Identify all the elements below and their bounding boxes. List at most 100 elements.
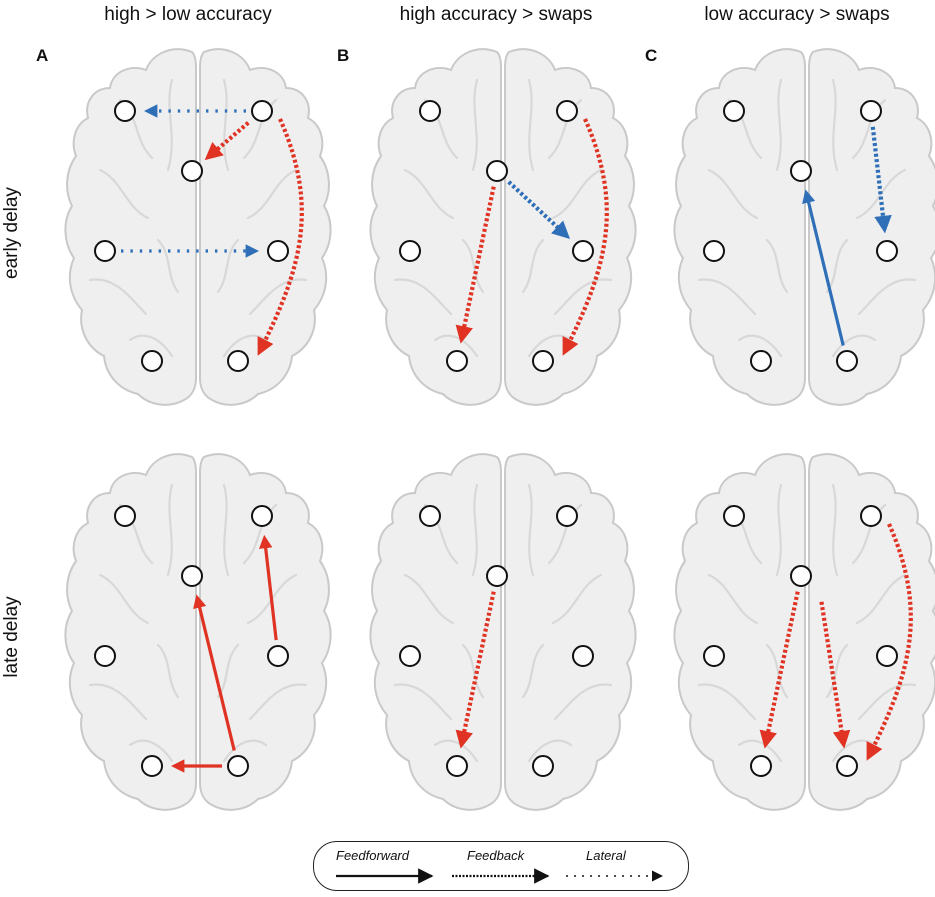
brain-region-node-ro bbox=[532, 350, 554, 372]
brain-right-hemisphere bbox=[504, 453, 637, 811]
connection-arrow-feedback bbox=[866, 523, 913, 761]
brain-region-node-mf bbox=[790, 160, 812, 182]
brain-region-node-lp bbox=[703, 645, 725, 667]
brain-panel-b-late bbox=[369, 453, 637, 811]
connection-arrow-feedforward bbox=[259, 534, 278, 641]
column-title-c: low accuracy > swaps bbox=[704, 4, 890, 25]
brain-region-node-mf bbox=[486, 565, 508, 587]
brain-region-node-rp bbox=[572, 240, 594, 262]
brain-sulcus bbox=[775, 78, 783, 172]
brain-sulcus bbox=[222, 483, 230, 577]
brain-sulcus bbox=[393, 683, 453, 721]
brain-right-hemisphere bbox=[504, 48, 637, 406]
brain-sulcus bbox=[551, 573, 603, 625]
brain-region-node-lp bbox=[399, 240, 421, 262]
brain-sulcus bbox=[248, 683, 308, 721]
brain-sulcus bbox=[128, 334, 174, 358]
brain-region-node-rp bbox=[876, 645, 898, 667]
brain-region-node-mf bbox=[181, 160, 203, 182]
brain-left-hemisphere bbox=[673, 48, 806, 406]
brain-region-node-lo bbox=[141, 755, 163, 777]
brain-sulcus bbox=[765, 643, 789, 699]
brain-sulcus bbox=[831, 334, 877, 358]
brain-sulcus bbox=[775, 483, 783, 577]
legend-feedback-label: Feedback bbox=[467, 848, 525, 863]
brain-sulcus bbox=[471, 78, 479, 172]
brain-region-node-lo bbox=[446, 755, 468, 777]
brain-sulcus bbox=[707, 573, 759, 625]
brain-sulcus bbox=[471, 483, 479, 577]
brain-sulcus bbox=[156, 643, 180, 699]
brain-region-node-ro bbox=[227, 755, 249, 777]
brain-sulcus bbox=[393, 278, 453, 316]
brain-sulcus bbox=[551, 168, 603, 220]
brain-region-node-rp bbox=[267, 240, 289, 262]
brain-sulcus bbox=[855, 573, 907, 625]
brain-region-node-lf bbox=[114, 100, 136, 122]
brain-sulcus bbox=[461, 643, 485, 699]
connection-arrow-feedback bbox=[204, 121, 250, 161]
brain-sulcus bbox=[831, 78, 839, 172]
brain-sulcus bbox=[216, 238, 240, 294]
legend-feedforward-label: Feedforward bbox=[336, 848, 409, 863]
column-title-a: high > low accuracy bbox=[104, 4, 272, 25]
column-title-b: high accuracy > swaps bbox=[399, 4, 593, 25]
brain-sulcus bbox=[88, 278, 148, 316]
connection-arrow-feedback bbox=[759, 591, 800, 749]
brain-right-hemisphere bbox=[808, 48, 935, 406]
brain-sulcus bbox=[527, 78, 535, 172]
brain-left-hemisphere bbox=[64, 453, 197, 811]
brain-sulcus bbox=[521, 643, 545, 699]
brain-sulcus bbox=[166, 78, 174, 172]
brain-region-node-lf bbox=[723, 505, 745, 527]
brain-sulcus bbox=[521, 238, 545, 294]
brain-sulcus bbox=[707, 168, 759, 220]
brain-region-node-rp bbox=[267, 645, 289, 667]
brain-region-node-rf bbox=[556, 505, 578, 527]
row-label-late: late delay bbox=[1, 596, 22, 678]
brain-sulcus bbox=[527, 483, 535, 577]
brain-sulcus bbox=[825, 643, 849, 699]
brain-region-node-rf bbox=[860, 505, 882, 527]
brain-region-node-ro bbox=[836, 755, 858, 777]
brain-panel-a-early bbox=[64, 48, 332, 406]
brain-region-node-ro bbox=[227, 350, 249, 372]
connection-arrow-feedback bbox=[455, 591, 496, 749]
row-label-early: early delay bbox=[1, 187, 22, 279]
brain-region-node-lf bbox=[419, 100, 441, 122]
brain-region-node-lf bbox=[114, 505, 136, 527]
brain-region-node-lp bbox=[94, 645, 116, 667]
connection-arrow-feedback bbox=[455, 186, 496, 344]
brain-left-hemisphere bbox=[64, 48, 197, 406]
brain-panel-b-early bbox=[369, 48, 637, 406]
brain-sulcus bbox=[88, 683, 148, 721]
legend-box: Feedforward Feedback Lateral bbox=[313, 841, 689, 891]
brain-sulcus bbox=[461, 238, 485, 294]
brain-region-node-lo bbox=[446, 350, 468, 372]
brain-region-node-rp bbox=[876, 240, 898, 262]
brain-sulcus bbox=[857, 278, 917, 316]
brain-sulcus bbox=[553, 278, 613, 316]
brain-sulcus bbox=[128, 739, 174, 763]
brain-region-node-rf bbox=[860, 100, 882, 122]
brain-panel-c-early bbox=[673, 48, 935, 406]
brain-right-hemisphere bbox=[199, 453, 332, 811]
brain-sulcus bbox=[98, 573, 150, 625]
brain-sulcus bbox=[222, 78, 230, 172]
brain-panel-c-late bbox=[673, 453, 935, 811]
brain-sulcus bbox=[831, 483, 839, 577]
brain-region-node-lo bbox=[750, 350, 772, 372]
brain-region-node-ro bbox=[836, 350, 858, 372]
brain-region-node-rf bbox=[556, 100, 578, 122]
connection-arrow-feedback bbox=[870, 126, 892, 234]
brain-panel-a-late bbox=[64, 453, 332, 811]
brain-region-node-rp bbox=[572, 645, 594, 667]
brain-sulcus bbox=[166, 483, 174, 577]
connection-arrow-feedforward bbox=[802, 189, 845, 346]
brain-sulcus bbox=[222, 739, 268, 763]
brain-sulcus bbox=[857, 683, 917, 721]
brain-sulcus bbox=[765, 238, 789, 294]
brain-region-node-lo bbox=[141, 350, 163, 372]
brain-region-node-mf bbox=[486, 160, 508, 182]
brain-region-node-lo bbox=[750, 755, 772, 777]
